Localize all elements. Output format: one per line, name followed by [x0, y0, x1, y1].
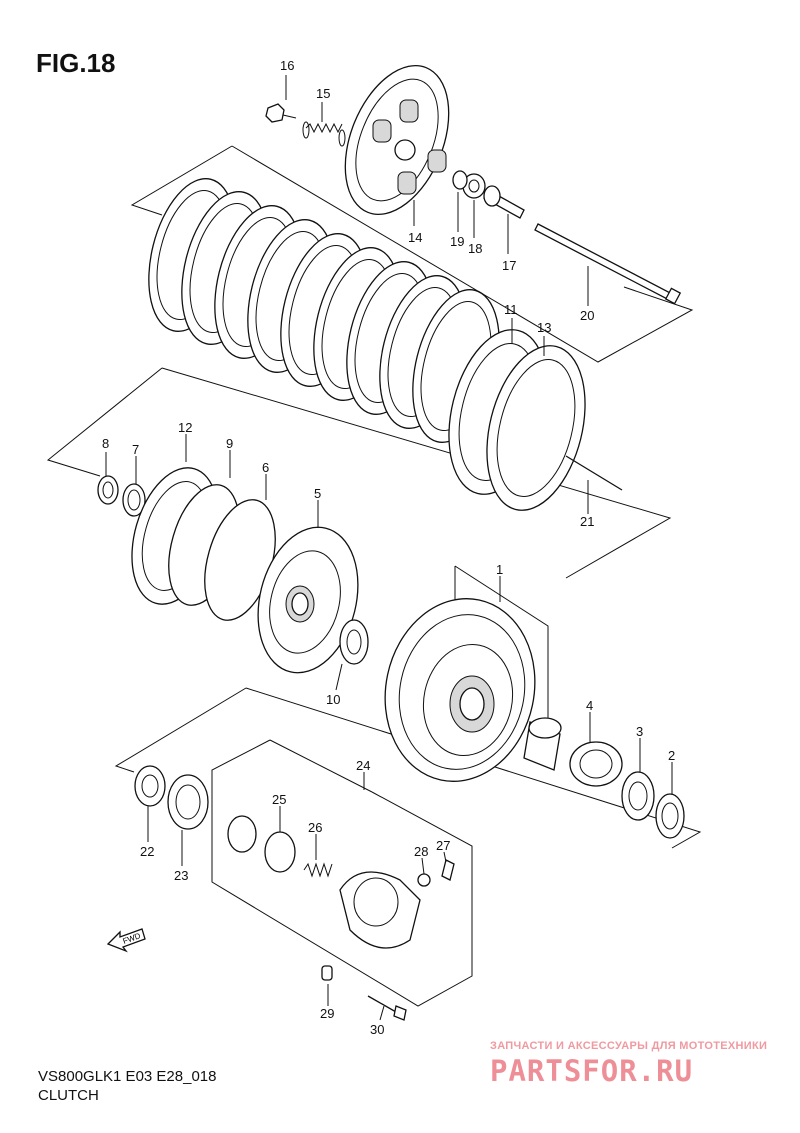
spring-15 [302, 121, 346, 147]
sleeve-hub-5 [257, 526, 359, 674]
washer-10 [339, 619, 369, 665]
needle-bearing-4 [569, 741, 623, 787]
callout-11: 11 [504, 302, 518, 317]
callout-5: 5 [314, 486, 321, 501]
callout-23: 23 [174, 868, 188, 883]
callout-16: 16 [280, 58, 294, 73]
callout-18: 18 [468, 241, 482, 256]
rod-17 [483, 185, 525, 219]
callout-7: 7 [132, 442, 139, 457]
callout-2: 2 [668, 748, 675, 763]
washer-2 [655, 793, 685, 839]
callout-19: 19 [450, 234, 464, 249]
release-cylinder-body [339, 871, 421, 949]
watermark-tagline: ЗАПЧАСТИ И АКСЕССУАРЫ ДЛЯ МОТОТЕХНИКИ [490, 1040, 768, 1052]
callout-6: 6 [262, 460, 269, 475]
bleeder-27 [441, 859, 455, 881]
callout-3: 3 [636, 724, 643, 739]
section-name: CLUTCH [38, 1087, 99, 1104]
callout-27: 27 [436, 838, 450, 853]
figure-title: FIG.18 [36, 48, 116, 78]
callout-25: 25 [272, 792, 286, 807]
primary-driven-gear-1 [384, 598, 536, 782]
callout-4: 4 [586, 698, 593, 713]
push-rod-20 [534, 223, 682, 305]
callout-12: 12 [178, 420, 192, 435]
model-code: VS800GLK1 E03 E28_018 [38, 1068, 217, 1085]
callout-30: 30 [370, 1022, 384, 1037]
callout-17: 17 [502, 258, 516, 273]
fwd-arrow-icon: FWD [106, 928, 146, 953]
plate-13 [486, 345, 586, 511]
dowel-pin-29 [321, 965, 333, 981]
callout-8: 8 [102, 436, 109, 451]
callout-29: 29 [320, 1006, 334, 1021]
callout-28: 28 [414, 844, 428, 859]
bolt-16 [265, 103, 297, 123]
callout-numbers: 16 15 14 19 18 17 20 11 13 21 8 7 12 9 6… [102, 58, 675, 1037]
callout-26: 26 [308, 820, 322, 835]
callout-1: 1 [496, 562, 503, 577]
callout-15: 15 [316, 86, 330, 101]
bolt-30 [367, 995, 407, 1021]
nut-8 [97, 475, 119, 505]
pressure-plate-14 [344, 65, 450, 215]
washer-19 [452, 170, 468, 190]
callout-22: 22 [140, 844, 154, 859]
leader-lines [105, 75, 673, 1021]
callout-21: 21 [580, 514, 594, 529]
spring-26 [303, 862, 333, 878]
callout-20: 20 [580, 308, 594, 323]
piston-25 [227, 815, 296, 873]
callout-10: 10 [326, 692, 340, 707]
washer-3 [621, 771, 655, 821]
callout-9: 9 [226, 436, 233, 451]
bearing-22 [134, 765, 166, 807]
callout-24: 24 [356, 758, 370, 773]
callout-13: 13 [537, 320, 551, 335]
washer-7 [122, 483, 146, 517]
cap-28 [417, 873, 431, 887]
clutch-plate-stack [148, 178, 500, 443]
pin-21 [565, 455, 623, 491]
spacer-sleeve [523, 717, 562, 771]
callout-14: 14 [408, 230, 422, 245]
watermark-logo: PARTSFOR.RU [490, 1054, 694, 1088]
oil-seal-23 [167, 774, 209, 830]
